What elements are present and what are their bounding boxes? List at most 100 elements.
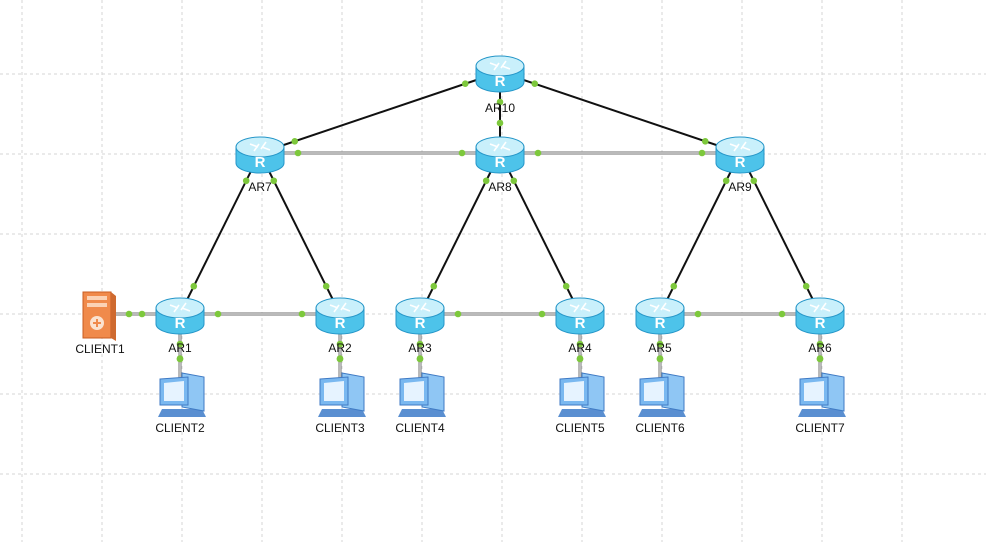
device-client6[interactable]: CLIENT6 — [635, 372, 686, 435]
port-dot — [176, 340, 184, 348]
port-dot — [482, 177, 490, 185]
device-label-ar3: AR3 — [408, 341, 432, 355]
router-glyph: R — [735, 154, 746, 171]
port-dot — [510, 177, 518, 185]
device-label-ar2: AR2 — [328, 341, 352, 355]
device-label-ar7: AR7 — [248, 180, 272, 194]
port-dot — [416, 355, 424, 362]
router-arrows — [249, 141, 271, 152]
router-arrows — [489, 60, 511, 71]
pc-screen — [804, 381, 824, 401]
router-glyph: R — [575, 315, 586, 332]
port-dot — [138, 310, 146, 318]
device-ar2[interactable]: R AR2 — [315, 297, 365, 355]
port-dot — [125, 310, 133, 318]
port-dot — [336, 355, 344, 362]
router-glyph: R — [175, 315, 186, 332]
port-dot — [698, 149, 706, 157]
device-label-ar10: AR10 — [485, 101, 515, 115]
device-ar3[interactable]: R AR3 — [395, 297, 445, 355]
router-glyph: R — [255, 154, 266, 171]
device-ar8[interactable]: R AR8 — [475, 136, 525, 194]
device-client4[interactable]: CLIENT4 — [395, 372, 446, 435]
router-top — [155, 297, 205, 319]
port-dot — [656, 340, 664, 348]
router-arrows — [649, 302, 671, 313]
router-glyph: R — [415, 315, 426, 332]
router-glyph: R — [335, 315, 346, 332]
link-serial-ar10-ar9[interactable] — [499, 71, 741, 154]
pc-base — [318, 409, 366, 417]
port-dot — [562, 282, 570, 290]
device-label-client6: CLIENT6 — [635, 421, 685, 435]
port-dot — [190, 282, 198, 290]
port-dot — [531, 80, 539, 88]
port-dot — [701, 137, 709, 145]
port-dot — [458, 149, 466, 157]
port-dot — [454, 310, 462, 318]
router-top — [475, 55, 525, 77]
port-dot — [416, 340, 424, 348]
router-glyph: R — [815, 315, 826, 332]
port-dot — [802, 282, 810, 290]
server-emblem-cross — [93, 319, 101, 327]
server-side — [111, 292, 116, 341]
device-ar6[interactable]: R AR6 — [795, 297, 845, 355]
device-label-client5: CLIENT5 — [555, 421, 605, 435]
device-label-ar4: AR4 — [568, 341, 592, 355]
device-label-client1: CLIENT1 — [75, 342, 125, 356]
router-arrows — [489, 141, 511, 152]
port-dot — [750, 177, 758, 185]
port-dot — [294, 149, 302, 157]
router-arrows — [169, 302, 191, 313]
port-dot — [656, 355, 664, 362]
device-label-client2: CLIENT2 — [155, 421, 205, 435]
port-dot — [214, 310, 222, 318]
port-dot — [336, 340, 344, 348]
port-dot — [534, 149, 542, 157]
router-arrows — [729, 141, 751, 152]
port-dot — [270, 177, 278, 185]
port-dot — [538, 310, 546, 318]
device-label-ar8: AR8 — [488, 180, 512, 194]
device-client3[interactable]: CLIENT3 — [315, 372, 366, 435]
device-ar7[interactable]: R AR7 — [235, 136, 285, 194]
device-client2[interactable]: CLIENT2 — [155, 372, 206, 435]
port-dot — [298, 310, 306, 318]
router-top — [635, 297, 685, 319]
router-glyph: R — [495, 154, 506, 171]
device-ar10[interactable]: R AR10 — [475, 55, 525, 115]
device-ar1[interactable]: R AR1 — [155, 297, 205, 355]
pc-base — [158, 409, 206, 417]
router-top — [795, 297, 845, 319]
router-glyph: R — [495, 73, 506, 90]
ports-layer — [125, 80, 824, 363]
router-top — [395, 297, 445, 319]
device-client1[interactable]: CLIENT1 — [75, 291, 125, 356]
device-label-client3: CLIENT3 — [315, 421, 365, 435]
port-dot — [694, 310, 702, 318]
device-client7[interactable]: CLIENT7 — [795, 372, 846, 435]
device-ar4[interactable]: R AR4 — [555, 297, 605, 355]
router-arrows — [809, 302, 831, 313]
port-dot — [176, 355, 184, 362]
port-dot — [461, 80, 469, 88]
device-label-ar6: AR6 — [808, 341, 832, 355]
device-client5[interactable]: CLIENT5 — [555, 372, 606, 435]
links-layer — [99, 71, 822, 395]
port-dot — [722, 177, 730, 185]
port-dot — [322, 282, 330, 290]
router-arrows — [409, 302, 431, 313]
link-serial-ar10-ar7[interactable] — [259, 71, 501, 154]
port-dot — [816, 355, 824, 362]
router-top — [315, 297, 365, 319]
pc-base — [638, 409, 686, 417]
router-arrows — [569, 302, 591, 313]
port-dot — [430, 282, 438, 290]
router-top — [715, 136, 765, 158]
device-label-ar1: AR1 — [168, 341, 192, 355]
